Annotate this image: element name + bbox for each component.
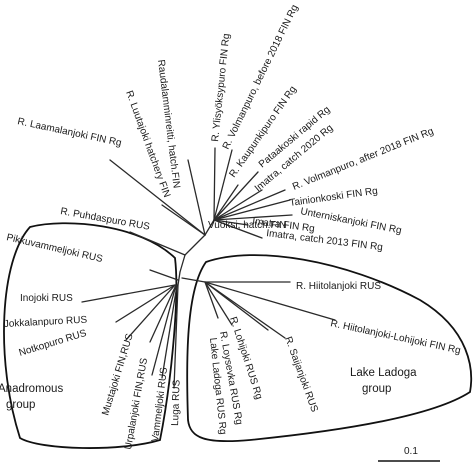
branch-imatra-2013	[213, 219, 263, 239]
taxon-unterniskanjoki: Unterniskanjoki FIN Rg	[299, 206, 402, 236]
anadromous-group-label-line1: Anadromous	[0, 383, 63, 395]
branch-loysevka	[204, 281, 233, 326]
branch-mustajoki	[149, 284, 177, 343]
branch-vammeljoki	[161, 284, 178, 379]
lake-ladoga-group-label-line1: Lake Ladoga	[350, 367, 417, 379]
branch-kaupunkipuro	[213, 184, 239, 221]
branch-pataakoski	[213, 171, 259, 221]
taxon-laamalanjoki: R. Laamalanjoki FIN Rg	[16, 116, 122, 149]
branch-luga	[173, 284, 179, 389]
taxon-saijanjoki: R. Saijanjoki RUS	[282, 335, 320, 414]
backbone-branch-ladoga	[181, 277, 206, 283]
branch-volmanpuro-before	[213, 149, 233, 221]
branch-hiitolanjoki-lohijoki	[204, 281, 336, 321]
branch-saijanjoki	[204, 281, 286, 339]
anadromous-group-label-line2: group	[6, 399, 35, 411]
taxon-puhdaspuro: R. Puhdaspuro RUS	[59, 206, 150, 233]
taxon-hiitolanjoki: R. Hiitolanjoki RUS	[296, 281, 381, 292]
taxon-hiitolanjoki-lohijoki: R. Hiitolanjoki-Lohijoki FIN Rg	[329, 318, 461, 356]
taxon-urpalanjoki: Urpalanjoki FIN,RUS	[123, 357, 150, 451]
scale-bar-label: 0.1	[404, 446, 418, 457]
backbone-branch-mid	[184, 234, 206, 256]
branch-tainionkoski	[213, 189, 286, 221]
branch-inojoki	[81, 284, 176, 303]
branch-lake-ladoga-rus	[204, 281, 219, 319]
backbone-branch-upper	[179, 254, 186, 273]
backbone-branch-lower	[177, 271, 181, 286]
lake-ladoga-group-label-line2: group	[362, 383, 391, 395]
branch-laamalanjoki	[109, 159, 206, 236]
branch-volmanpuro-after	[213, 199, 291, 221]
branch-luutajoki	[161, 204, 206, 236]
lake-ladoga-group-outline	[186, 254, 473, 443]
branch-imatra-2020	[213, 189, 263, 221]
branch-puhdaspuro	[129, 231, 186, 256]
branch-pikkuvammeljoki	[149, 269, 179, 281]
taxon-vammeljoki: Vammeljoki RUS	[150, 366, 170, 442]
backbone-branch-top	[204, 219, 215, 236]
branch-jokkalanpuro	[115, 284, 176, 323]
taxon-jokkalanpuro: Jokkalanpuro RUS	[4, 315, 88, 330]
branch-imatra-fin	[213, 219, 249, 226]
branch-raudalamminreitti	[187, 159, 206, 236]
taxon-notkopuro: Notkopuro RUS	[18, 328, 89, 359]
branch-unterniskanjoki	[213, 214, 293, 221]
taxon-inojoki: Inojoki RUS	[20, 293, 73, 304]
branch-notkopuro	[125, 284, 176, 341]
taxon-imatra-2013: Imatra, catch 2013 FIN Rg	[266, 228, 384, 253]
branch-urpalanjoki	[151, 284, 177, 376]
taxon-luga: Luga RUS	[170, 379, 183, 426]
taxon-vuoksi-line: Vuoksi, hatch.FIN	[208, 220, 287, 231]
branch-ylisyoksypuro	[213, 147, 216, 221]
taxon-pikkuvammeljoki: Pikkuvammeljoki RUS	[5, 232, 104, 265]
taxon-ylisyoksypuro: R. Ylisyöksypuro FIN Rg	[210, 33, 232, 142]
